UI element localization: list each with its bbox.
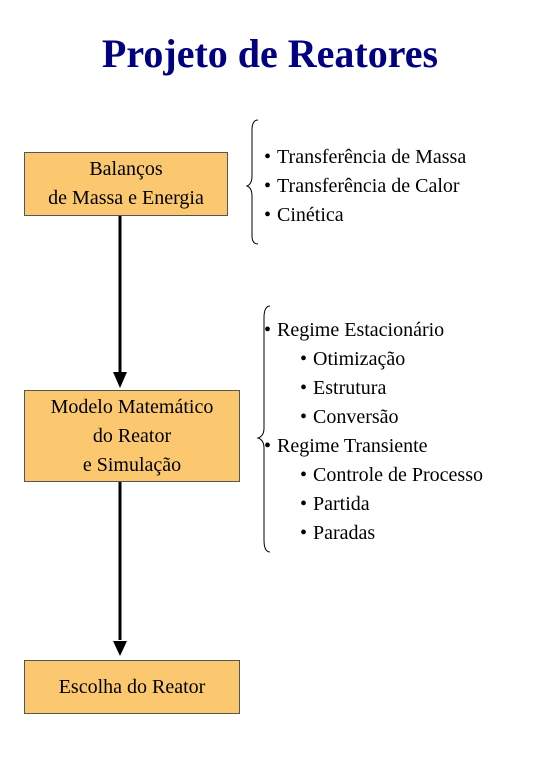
arrowhead-1	[113, 372, 127, 388]
bullet-icon: •	[264, 146, 272, 168]
list-item: •Paradas	[264, 519, 483, 548]
list-item-text: Conversão	[313, 406, 399, 428]
list-item: •Otimização	[264, 345, 483, 374]
bullet-icon: •	[264, 435, 272, 457]
box-text-line: Balanços	[89, 158, 163, 180]
box-text-line: Escolha do Reator	[58, 675, 206, 698]
bullet-icon: •	[300, 464, 308, 486]
list-item: •Partida	[264, 490, 483, 519]
list-item: •Cinética	[264, 201, 466, 230]
list-item-text: Regime Estacionário	[277, 319, 445, 341]
bullet-icon: •	[264, 204, 272, 226]
bullet-icon: •	[300, 522, 308, 544]
bullet-icon: •	[300, 377, 308, 399]
page-title: Projeto de Reatores	[101, 31, 439, 76]
list-item-text: Partida	[313, 493, 370, 515]
list-item-text: Transferência de Calor	[277, 175, 460, 197]
box-text-line: do Reator	[92, 424, 172, 447]
box-text-line: e Simulação	[82, 453, 182, 476]
bullet-icon: •	[264, 319, 272, 341]
arrowhead-2	[113, 641, 127, 656]
list-item: •Controle de Processo	[264, 461, 483, 490]
list-item: •Conversão	[264, 403, 483, 432]
bullet-list-transport: •Transferência de Massa•Transferência de…	[264, 143, 466, 230]
flow-box-model: Modelo Matemático do Reator e Simulação	[24, 390, 240, 482]
brace-group-2	[256, 305, 271, 553]
list-item-text: Regime Transiente	[277, 435, 428, 457]
list-item-text: Transferência de Massa	[277, 146, 467, 168]
list-item: •Regime Estacionário	[264, 316, 483, 345]
list-item-text: Estrutura	[313, 377, 387, 399]
list-item: •Estrutura	[264, 374, 483, 403]
bullet-list-regimes: •Regime Estacionário•Otimização•Estrutur…	[264, 316, 483, 548]
list-item-text: Controle de Processo	[313, 464, 483, 486]
list-item-text: Cinética	[277, 204, 344, 226]
bullet-icon: •	[300, 493, 308, 515]
list-item: •Transferência de Massa	[264, 143, 466, 172]
bullet-icon: •	[264, 175, 272, 197]
list-item-text: Paradas	[313, 522, 376, 544]
list-item: •Transferência de Calor	[264, 172, 466, 201]
bullet-icon: •	[300, 348, 308, 370]
flow-box-choice: Escolha do Reator	[24, 660, 240, 714]
box-text-line: de Massa e Energia	[48, 187, 204, 209]
list-item-text: Otimização	[313, 348, 406, 370]
bullet-icon: •	[300, 406, 308, 428]
flow-box-balances: Balanços de Massa e Energia	[24, 152, 228, 216]
box-text-line: Modelo Matemático	[50, 395, 214, 418]
list-item: •Regime Transiente	[264, 432, 483, 461]
brace-group-1	[245, 119, 259, 245]
